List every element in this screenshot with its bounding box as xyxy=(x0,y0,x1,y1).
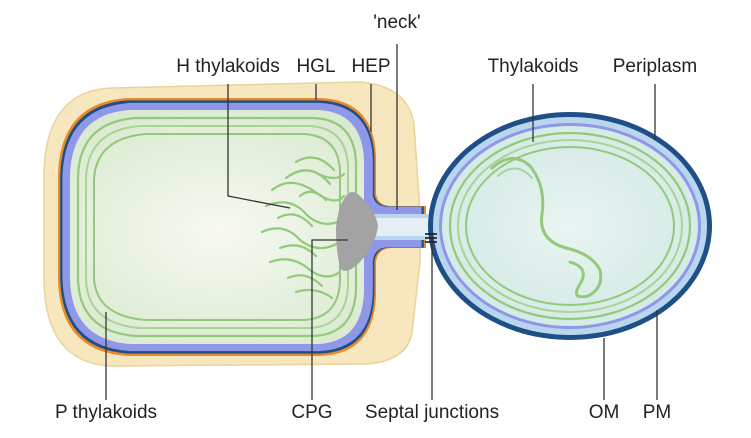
label-septal-junctions: Septal junctions xyxy=(365,402,499,423)
leader-h-thylakoids xyxy=(227,84,291,209)
leader-lines xyxy=(105,44,658,400)
cpg-granule xyxy=(336,192,378,271)
vegetative-cytoplasm xyxy=(442,126,698,326)
label-periplasm: Periplasm xyxy=(613,56,697,77)
label-pm: PM xyxy=(643,402,672,423)
p-thylakoids xyxy=(76,116,358,338)
label-om: OM xyxy=(589,402,620,423)
septal-junctions xyxy=(425,233,437,243)
leader-cpg xyxy=(311,239,348,400)
vegetative-thylakoids xyxy=(448,131,692,321)
label-h-thylakoids: H thylakoids xyxy=(176,56,280,77)
label-hep: HEP xyxy=(351,56,390,77)
h-thylakoids xyxy=(260,156,346,300)
label-hgl: HGL xyxy=(296,56,335,77)
label-neck: 'neck' xyxy=(373,12,420,33)
label-cpg: CPG xyxy=(291,402,332,423)
label-thylakoids: Thylakoids xyxy=(488,56,579,77)
label-p-thylakoids: P thylakoids xyxy=(55,402,157,423)
heterocyst-cytoplasm xyxy=(70,110,426,344)
